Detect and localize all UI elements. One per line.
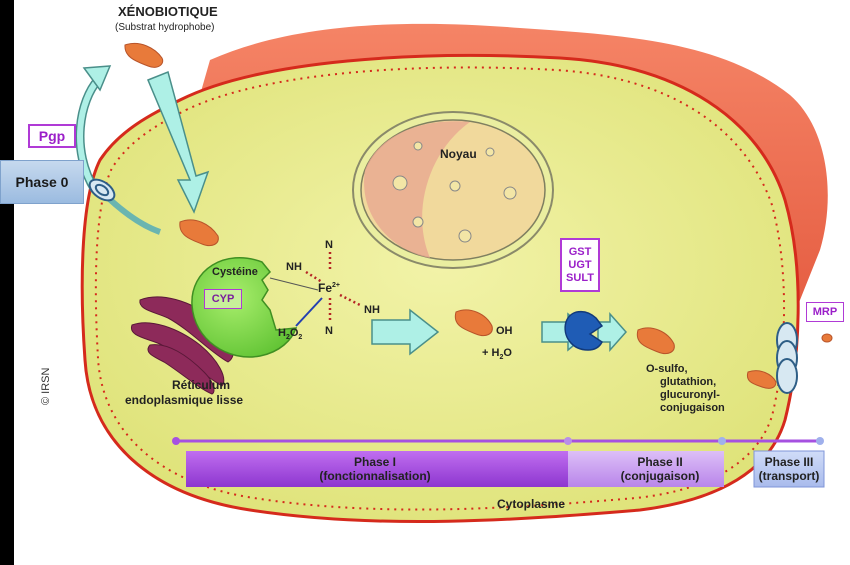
pgp-transporter (88, 178, 116, 202)
reticulum-label-1: Réticulum (172, 378, 230, 392)
cyp-tag: CYP (204, 289, 242, 309)
enzyme-ugt: UGT (568, 258, 592, 271)
nuclear-pores (392, 141, 517, 243)
heme-n-bottom: N (325, 325, 333, 337)
water-plus-h: + H (482, 347, 499, 359)
conj-label-2: glutathion, (660, 376, 716, 388)
mrp-transporter (776, 322, 798, 394)
phase1-subtitle: (fonctionnalisation) (319, 469, 430, 483)
flow-arrows (147, 70, 628, 356)
reticulum-label-2: endoplasmique lisse (125, 393, 243, 407)
heme-nh-right: NH (364, 304, 380, 316)
heme-nh-left: NH (286, 261, 302, 273)
phase3-subtitle: (transport) (759, 469, 820, 483)
svg-text:Réticulum endoplasmique li: Réticulum endoplasmique lisse (125, 378, 243, 407)
nucleus-label: Noyau (440, 147, 477, 161)
oh-label: OH (496, 325, 513, 337)
left-black-bar-lower (0, 204, 14, 565)
svg-text:Fe2+: Fe2+ (318, 281, 340, 295)
cyp-label: CYP (211, 293, 235, 305)
conj-label-3: glucuronyl- (660, 389, 720, 401)
phase0-label: Phase 0 (15, 174, 69, 190)
xenobiotic-title: XÉNOBIOTIQUE (118, 4, 218, 19)
svg-text:+ H2O: + H2O (482, 347, 512, 361)
phase1-title: Phase I (354, 455, 396, 469)
phase-timeline: Phase I (fonctionnalisation) Phase II (c… (172, 437, 825, 488)
phase2-enzyme (564, 310, 604, 351)
h2o2-h: H (278, 327, 286, 339)
heme-coordination: N N NH NH Fe2+ H2O2 (269, 239, 380, 341)
heme-fe-charge: 2+ (332, 282, 340, 289)
conj-label-1: O-sulfo, (646, 363, 688, 375)
h2o2-sub2: 2 (298, 334, 302, 341)
h2o2-sub1: 2 (286, 334, 290, 341)
left-black-bar (0, 0, 14, 160)
pgp-tag: Pgp (28, 124, 76, 148)
phase2-subtitle: (conjugaison) (621, 469, 700, 483)
phase1-band (186, 451, 568, 487)
enzyme-sult: SULT (566, 271, 594, 284)
phase1-arrow (371, 308, 440, 356)
entry-arrow (147, 70, 210, 214)
water-sub: 2 (499, 354, 503, 361)
conj-label-4: conjugaison (660, 402, 725, 414)
cyp-enzyme (191, 257, 298, 358)
cell-membrane-inner (94, 66, 786, 511)
phase2-title: Phase II (637, 455, 682, 469)
nucleolus-shade (364, 121, 470, 258)
h2o2-o: O (290, 327, 299, 339)
mrp-label: MRP (812, 306, 838, 318)
phase3-title: Phase III (765, 455, 814, 469)
cell-body (80, 53, 800, 524)
xenobiotic-subtitle: (Substrat hydrophobe) (115, 22, 215, 33)
endoplasmic-reticulum (130, 296, 235, 395)
cysteine-label: Cystéine (212, 266, 258, 278)
water-o: O (503, 347, 512, 359)
cytoplasm-label: Cytoplasme (497, 497, 565, 511)
phase3-band (753, 450, 825, 488)
heme-n-top: N (325, 239, 333, 251)
mrp-tag: MRP (806, 302, 844, 322)
enzyme-gst: GST (568, 245, 592, 258)
heme-fe: Fe (318, 281, 332, 295)
phase2-band (568, 451, 724, 487)
phase0-box: Phase 0 (0, 160, 84, 204)
svg-text:H2O2: H2O2 (278, 327, 302, 341)
pgp-label: Pgp (38, 128, 66, 144)
credit-text: © IRSN (40, 367, 52, 405)
svg-text:O-sulfo, glutathion, g: O-sulfo, glutathion, glucuronyl- conjuga… (646, 363, 725, 414)
phase2-enzymes-box: GST UGT SULT (560, 238, 600, 292)
